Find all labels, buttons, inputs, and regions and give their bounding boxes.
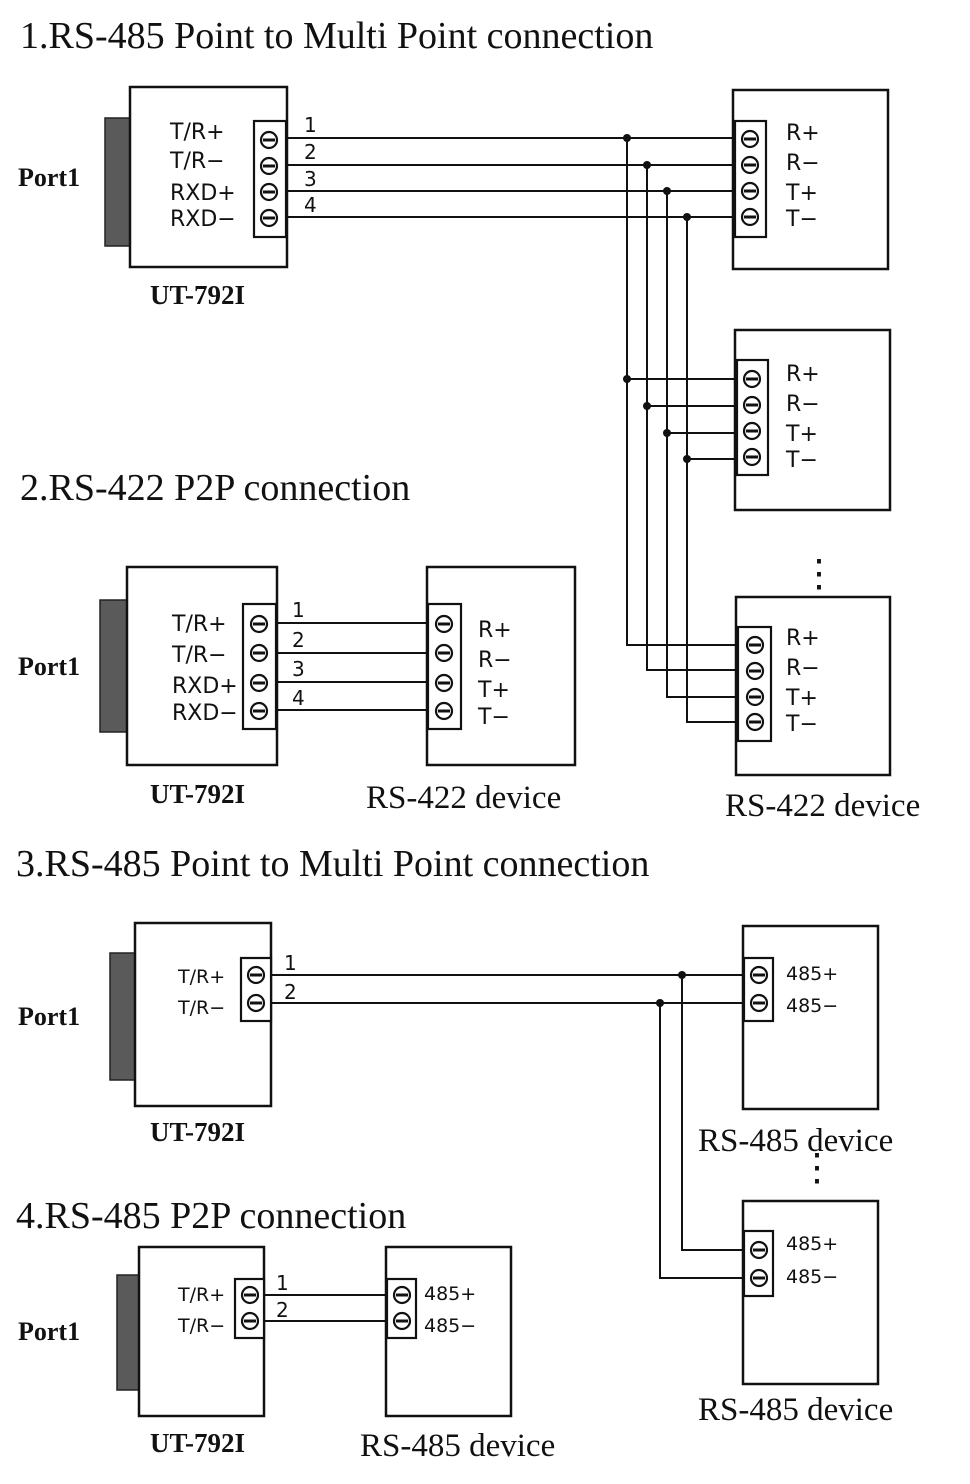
pin-label: T/R+ (169, 120, 225, 145)
section-4-title: 4.RS-485 P2P connection (16, 1195, 406, 1237)
pin-label: T+ (785, 686, 818, 711)
pin-label: R+ (786, 362, 820, 387)
pin-label: RXD+ (172, 674, 238, 699)
pin-label: R+ (786, 121, 820, 146)
pin-label: RXD− (172, 701, 238, 726)
pin-label: 485− (424, 1315, 476, 1337)
converter-3: Port1 T/R+ T/R− UT-792I (18, 921, 273, 1147)
pin-label: T/R− (177, 1315, 225, 1337)
wire-number: 2 (292, 628, 305, 652)
wire-number: 1 (304, 113, 317, 137)
serial-plug (99, 599, 129, 733)
rs422-device-b: R+ R− T+ T− (733, 328, 892, 512)
device-name: RS-422 device (725, 788, 920, 824)
converter-1: Port1 T/R+ T/R− RXD+ RXD− UT-792I (18, 85, 289, 310)
device-name: RS-485 device (698, 1392, 893, 1428)
pin-label: 485+ (424, 1283, 476, 1305)
wire-number: 1 (284, 951, 297, 975)
section-3-title: 3.RS-485 Point to Multi Point connection (16, 843, 649, 885)
more-devices-marker: ⋮ (798, 1147, 836, 1189)
port-label: Port1 (18, 652, 80, 681)
wire-number: 3 (304, 167, 317, 191)
port-label: Port1 (18, 1002, 80, 1031)
pin-label: T/R− (169, 149, 225, 174)
wire-number: 1 (292, 598, 305, 622)
pin-label: R+ (478, 618, 512, 643)
section-2-title: 2.RS-422 P2P connection (20, 467, 410, 509)
pin-label: 485+ (786, 963, 838, 985)
wire-number: 2 (304, 140, 317, 164)
section-4-wires: 1 2 (264, 1271, 387, 1322)
pin-label: T− (785, 207, 818, 232)
wire-number: 1 (276, 1271, 289, 1295)
wire-number: 4 (292, 686, 305, 710)
converter-4: Port1 T/R+ T/R− UT-792I (18, 1245, 266, 1458)
pin-label: T+ (477, 678, 510, 703)
rs422-device-c: R+ R− T+ T− (734, 595, 892, 777)
pin-label: T− (477, 705, 510, 730)
pin-label: R− (478, 648, 512, 673)
pin-label: T− (785, 712, 818, 737)
model-label: UT-792I (150, 280, 245, 310)
pin-label: R− (786, 392, 820, 417)
wire-number: 4 (304, 193, 317, 217)
device-name: RS-422 device (366, 780, 561, 816)
pin-label: 485+ (786, 1233, 838, 1255)
model-label: UT-792I (150, 779, 245, 809)
pin-label: T/R+ (171, 612, 227, 637)
section-1-title: 1.RS-485 Point to Multi Point connection (20, 15, 653, 57)
rs485-device-a: 485+ 485− (741, 924, 880, 1111)
pin-label: R− (786, 656, 820, 681)
pin-label: T/R+ (177, 1284, 225, 1306)
device-body (741, 924, 880, 1111)
serial-plug (109, 952, 138, 1081)
device-name: RS-485 device (360, 1428, 555, 1464)
serial-plug (116, 1274, 142, 1391)
serial-plug (104, 117, 133, 247)
port-label: Port1 (18, 163, 80, 192)
converter-2: Port1 T/R+ T/R− RXD+ RXD− UT-792I (18, 565, 279, 809)
rs422-device-a: R+ R− T+ T− (731, 88, 890, 271)
port-label: Port1 (18, 1317, 80, 1346)
wire-number: 3 (292, 657, 305, 681)
pin-label: R+ (786, 626, 820, 651)
section-2-wires: 1 2 3 4 (276, 598, 428, 711)
device-name: RS-485 device (698, 1123, 893, 1159)
pin-label: RXD+ (170, 181, 236, 206)
pin-label: T/R− (177, 997, 225, 1019)
pin-label: 485− (786, 995, 838, 1017)
pin-label: T+ (785, 422, 818, 447)
rs422-device-p2p: R+ R− T+ T− (425, 565, 577, 767)
pin-label: RXD− (170, 207, 236, 232)
model-label: UT-792I (150, 1117, 245, 1147)
wire-number: 2 (284, 980, 297, 1004)
rs485-device-p2p: 485+ 485− (384, 1245, 513, 1418)
more-devices-marker: ⋮ (800, 553, 838, 595)
pin-label: T+ (785, 181, 818, 206)
pin-label: T/R− (171, 643, 227, 668)
pin-label: T/R+ (177, 966, 225, 988)
section-1-wires: 1 2 3 4 (286, 113, 738, 723)
rs485-device-b: 485+ 485− (741, 1199, 880, 1386)
pin-label: R− (786, 151, 820, 176)
wire-number: 2 (276, 1298, 289, 1322)
model-label: UT-792I (150, 1428, 245, 1458)
section-3-wires: 1 2 (271, 951, 744, 1279)
pin-label: 485− (786, 1266, 838, 1288)
pin-label: T− (785, 448, 818, 473)
